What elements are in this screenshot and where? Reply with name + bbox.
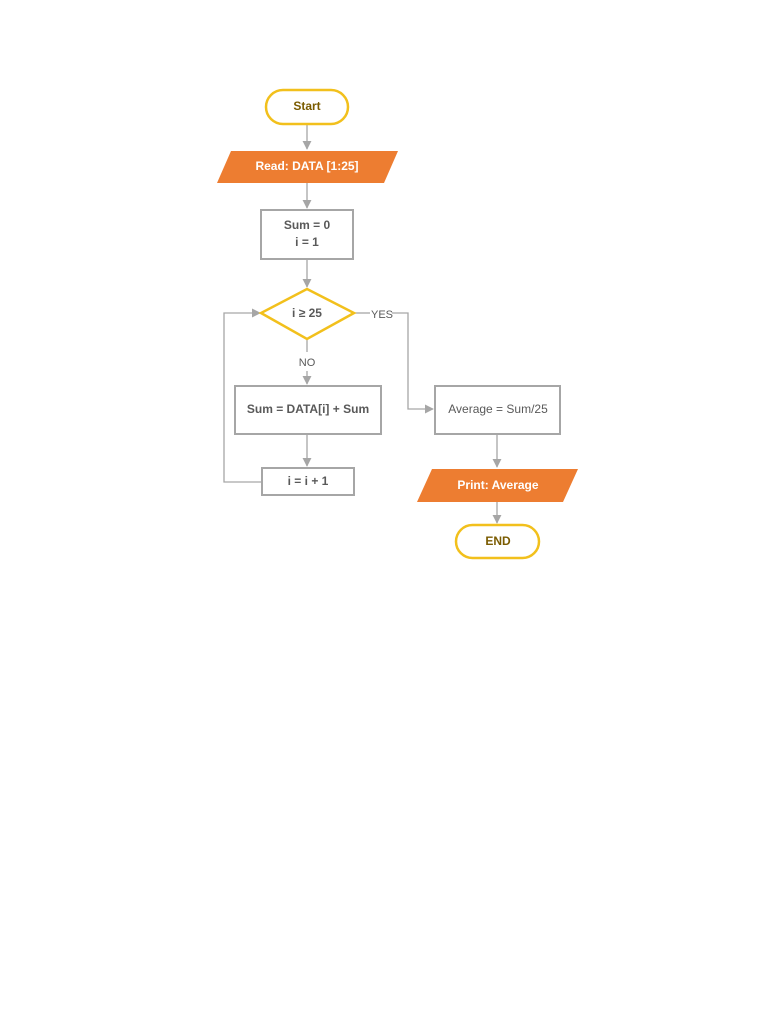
arrow-yes-to-average xyxy=(392,312,434,414)
start-node: Start xyxy=(264,88,350,126)
read-data-label: Read: DATA [1:25] xyxy=(255,159,358,173)
print-node: Print: Average xyxy=(417,469,578,502)
sum-update-label: Sum = DATA[i] + Sum xyxy=(247,402,369,416)
start-label: Start xyxy=(293,99,320,113)
decision-label: i ≥ 25 xyxy=(292,306,322,320)
average-label: Average = Sum/25 xyxy=(448,402,548,416)
yes-label: YES xyxy=(371,309,393,321)
init-node: Sum = 0 i = 1 xyxy=(260,209,354,260)
arrow-loop-back xyxy=(223,308,262,483)
print-label: Print: Average xyxy=(457,478,538,492)
end-label: END xyxy=(485,534,511,548)
no-label: NO xyxy=(299,357,316,369)
init-sum-label: Sum = 0 xyxy=(284,218,331,232)
end-node: END xyxy=(454,523,541,560)
connectors xyxy=(223,124,502,524)
increment-node: i = i + 1 xyxy=(261,467,355,496)
average-node: Average = Sum/25 xyxy=(434,385,561,435)
sum-update-node: Sum = DATA[i] + Sum xyxy=(234,385,382,435)
increment-label: i = i + 1 xyxy=(288,474,329,488)
decision-node: i ≥ 25 xyxy=(258,287,357,341)
read-data-node: Read: DATA [1:25] xyxy=(217,151,398,183)
init-i-label: i = 1 xyxy=(295,235,319,249)
